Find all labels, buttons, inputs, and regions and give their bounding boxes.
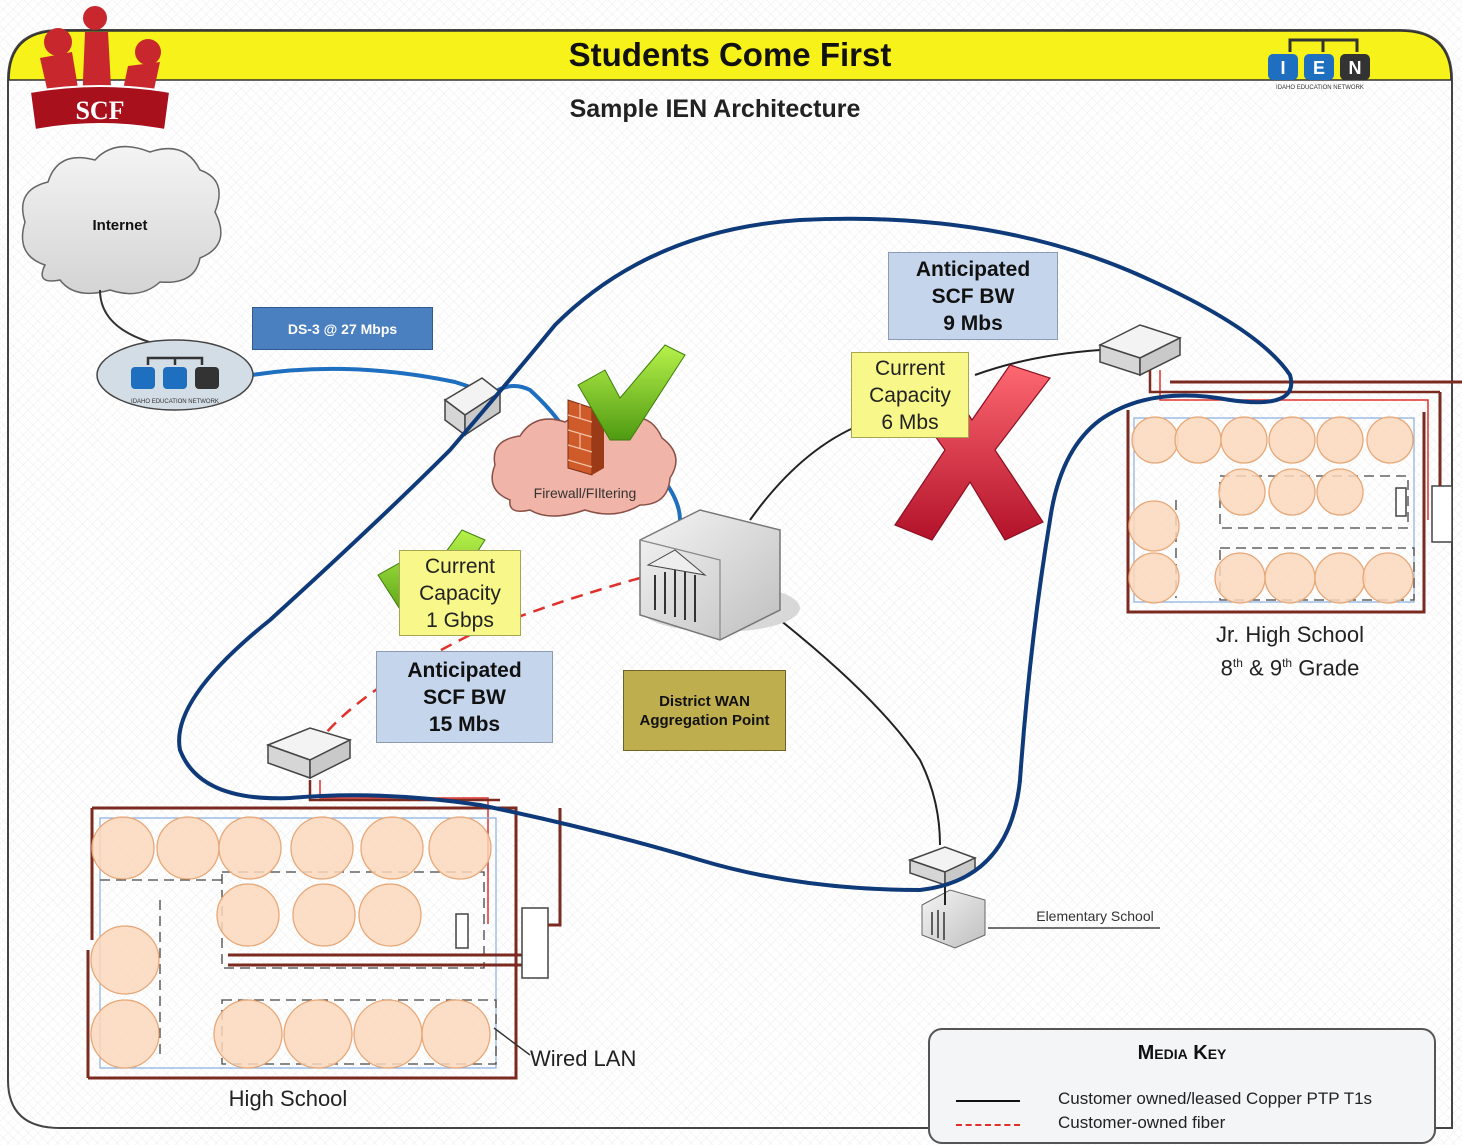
check-firewall-icon — [577, 344, 686, 441]
jr-bw-line3: 9 Mbs — [943, 311, 1003, 335]
jr-bandwidth-box: Anticipated SCF BW 9 Mbs — [888, 252, 1058, 340]
router-hs — [265, 727, 353, 780]
copper-link-elem — [779, 619, 941, 846]
elementary-building — [921, 889, 986, 949]
jr-drop-wall — [1148, 370, 1440, 394]
fiber-key-label: Customer-owned fiber — [1058, 1113, 1226, 1132]
copper-key-label: Customer owned/leased Copper PTP T1s — [1058, 1089, 1373, 1108]
hs-bw-line3: 15 Mbs — [428, 712, 501, 736]
page-subtitle: Sample IEN Architecture — [569, 95, 861, 123]
svg-text:N: N — [1349, 58, 1362, 78]
router-elem — [907, 846, 977, 887]
firewall-icon — [567, 399, 604, 476]
wired-lan-pointer — [493, 1027, 531, 1056]
jr-capacity-box: Current Capacity 6 Mbs — [851, 352, 969, 438]
ds3-label: DS-3 @ 27 Mbps — [287, 320, 398, 337]
jr-high-label: Jr. High School 8th & 9th Grade — [1170, 621, 1410, 682]
internet-label: Internet — [92, 217, 148, 234]
ien-header-logo — [1268, 38, 1370, 80]
high-school-floorplan — [86, 806, 562, 1080]
jr-high-grades: 8th & 9th Grade — [1220, 655, 1360, 681]
copper-link-jr — [749, 424, 861, 521]
high-school-label: High School — [228, 1086, 348, 1111]
aggregation-building — [639, 509, 800, 641]
ien-hub-logo — [131, 356, 219, 389]
copper-link-jr-2 — [974, 349, 1101, 376]
aggregation-label: District WAN Aggregation Point — [639, 692, 770, 729]
ds3-label-box: DS-3 @ 27 Mbps — [252, 307, 433, 350]
jr-bw-line2: SCF BW — [931, 284, 1015, 308]
firewall-label: Firewall/FIltering — [533, 485, 637, 501]
hs-capacity-line3: 1 Gbps — [426, 608, 494, 632]
fiber-key-swatch — [956, 1124, 1020, 1126]
scf-logo-text: SCF — [75, 96, 124, 125]
hs-capacity-box: Current Capacity 1 Gbps — [399, 550, 521, 636]
elementary-label: Elementary School — [1036, 908, 1154, 924]
scf-scope-outline — [177, 216, 1294, 893]
ien-header-caption: IDAHO EDUCATION NETWORK — [1276, 85, 1364, 91]
router-jr — [1098, 324, 1182, 377]
jr-high-rooms — [1128, 416, 1414, 604]
ien-hub-caption: IDAHO EDUCATION NETWORK — [131, 399, 219, 405]
frame-border — [7, 29, 1453, 1129]
media-key: Media Key Customer owned/leased Copper P… — [928, 1028, 1436, 1144]
jr-high-floorplan — [1126, 392, 1453, 614]
scf-logo — [28, 6, 172, 132]
jr-high-name: Jr. High School — [1216, 622, 1364, 647]
jr-drop-red — [1159, 370, 1429, 520]
hs-bw-line2: SCF BW — [423, 685, 506, 709]
jr-capacity-line3: 6 Mbs — [881, 410, 939, 434]
hs-capacity-line2: Capacity — [419, 581, 501, 605]
jr-bw-line1: Anticipated — [915, 257, 1031, 281]
jr-capacity-line2: Capacity — [869, 383, 951, 407]
internet-link — [99, 289, 161, 346]
hs-bandwidth-box: Anticipated SCF BW 15 Mbs — [376, 651, 553, 743]
high-school-rooms — [90, 816, 492, 1069]
internet-cloud — [21, 145, 222, 295]
media-key-title: Media Key — [1137, 1042, 1227, 1064]
hs-bw-line1: Anticipated — [407, 658, 522, 682]
svg-text:I: I — [1280, 58, 1285, 78]
header-band — [8, 30, 1452, 81]
aggregation-label-box: District WAN Aggregation Point — [623, 670, 786, 751]
jr-capacity-line1: Current — [874, 356, 946, 380]
wired-lan-label: Wired LAN — [530, 1046, 637, 1071]
hs-capacity-line1: Current — [424, 554, 496, 578]
copper-key-swatch — [956, 1100, 1020, 1102]
ds3-link — [251, 366, 567, 432]
page-title: Students Come First — [568, 36, 892, 73]
svg-text:E: E — [1313, 58, 1325, 78]
